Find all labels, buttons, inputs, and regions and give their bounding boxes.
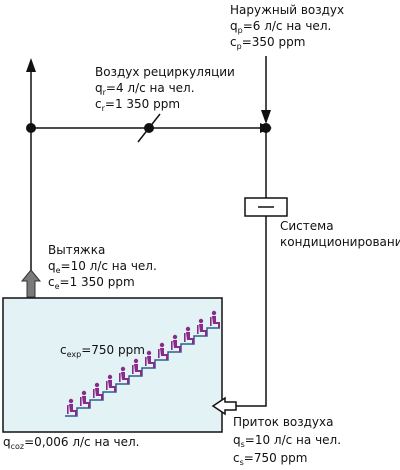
outdoor-air-q: qp=6 л/с на чел. — [230, 19, 331, 35]
seated-person-icon — [158, 342, 168, 360]
room-box — [2, 297, 223, 433]
top-up-arrow — [26, 58, 36, 72]
room-q-coz: qcoz=0,006 л/с на чел. — [3, 435, 139, 451]
supply-arrow — [211, 396, 237, 416]
conditioning-label-1: Система — [280, 219, 334, 233]
supply-q: qs=10 л/с на чел. — [233, 433, 341, 449]
damper-icon — [137, 113, 161, 143]
exhaust-c: ce=1 350 ppm — [48, 275, 135, 291]
exhaust-q: qe=10 л/с на чел. — [48, 259, 157, 275]
supply-duct — [230, 216, 267, 407]
seated-person-icon — [67, 398, 77, 416]
seated-person-icon — [197, 318, 207, 336]
seated-person-icon — [145, 350, 155, 368]
supply-title: Приток воздуха — [233, 415, 333, 429]
seated-person-icon — [132, 358, 142, 376]
seated-person-icon — [93, 382, 103, 400]
outdoor-air-c: cp=350 ppm — [230, 35, 305, 51]
seated-person-icon — [171, 334, 181, 352]
outdoor-arrow — [261, 110, 271, 124]
recirculation-c: cr=1 350 ppm — [95, 97, 180, 113]
room-c-exp: cexp=750 ppm — [60, 343, 145, 359]
seated-person-icon — [119, 366, 129, 384]
seated-person-icon — [210, 310, 220, 328]
seated-person-icon — [184, 326, 194, 344]
seated-person-icon — [80, 390, 90, 408]
recirculation-title: Воздух рециркуляции — [95, 65, 235, 79]
conditioning-label-2: кондиционирования — [280, 235, 400, 249]
seated-person-icon — [106, 374, 116, 392]
left-junction — [26, 123, 36, 133]
exhaust-arrow — [20, 269, 42, 298]
audience-group — [67, 310, 220, 416]
recirculation-q: qr=4 л/с на чел. — [95, 81, 195, 97]
outdoor-air-title: Наружный воздух — [230, 3, 344, 17]
supply-c: cs=750 ppm — [233, 451, 307, 467]
exhaust-title: Вытяжка — [48, 243, 105, 257]
